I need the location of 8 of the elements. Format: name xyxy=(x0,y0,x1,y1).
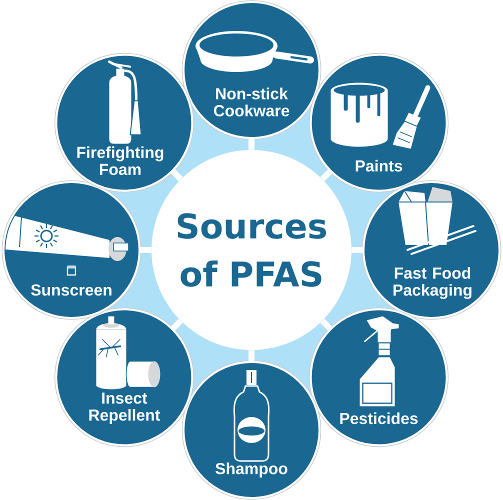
connector-line xyxy=(320,318,332,331)
connector-line xyxy=(320,169,332,182)
connector-line xyxy=(140,247,152,253)
connector-line xyxy=(248,350,254,361)
connector-line xyxy=(248,139,254,150)
connector-line xyxy=(352,247,362,253)
connector-line xyxy=(170,169,183,182)
connector-line xyxy=(170,318,183,331)
